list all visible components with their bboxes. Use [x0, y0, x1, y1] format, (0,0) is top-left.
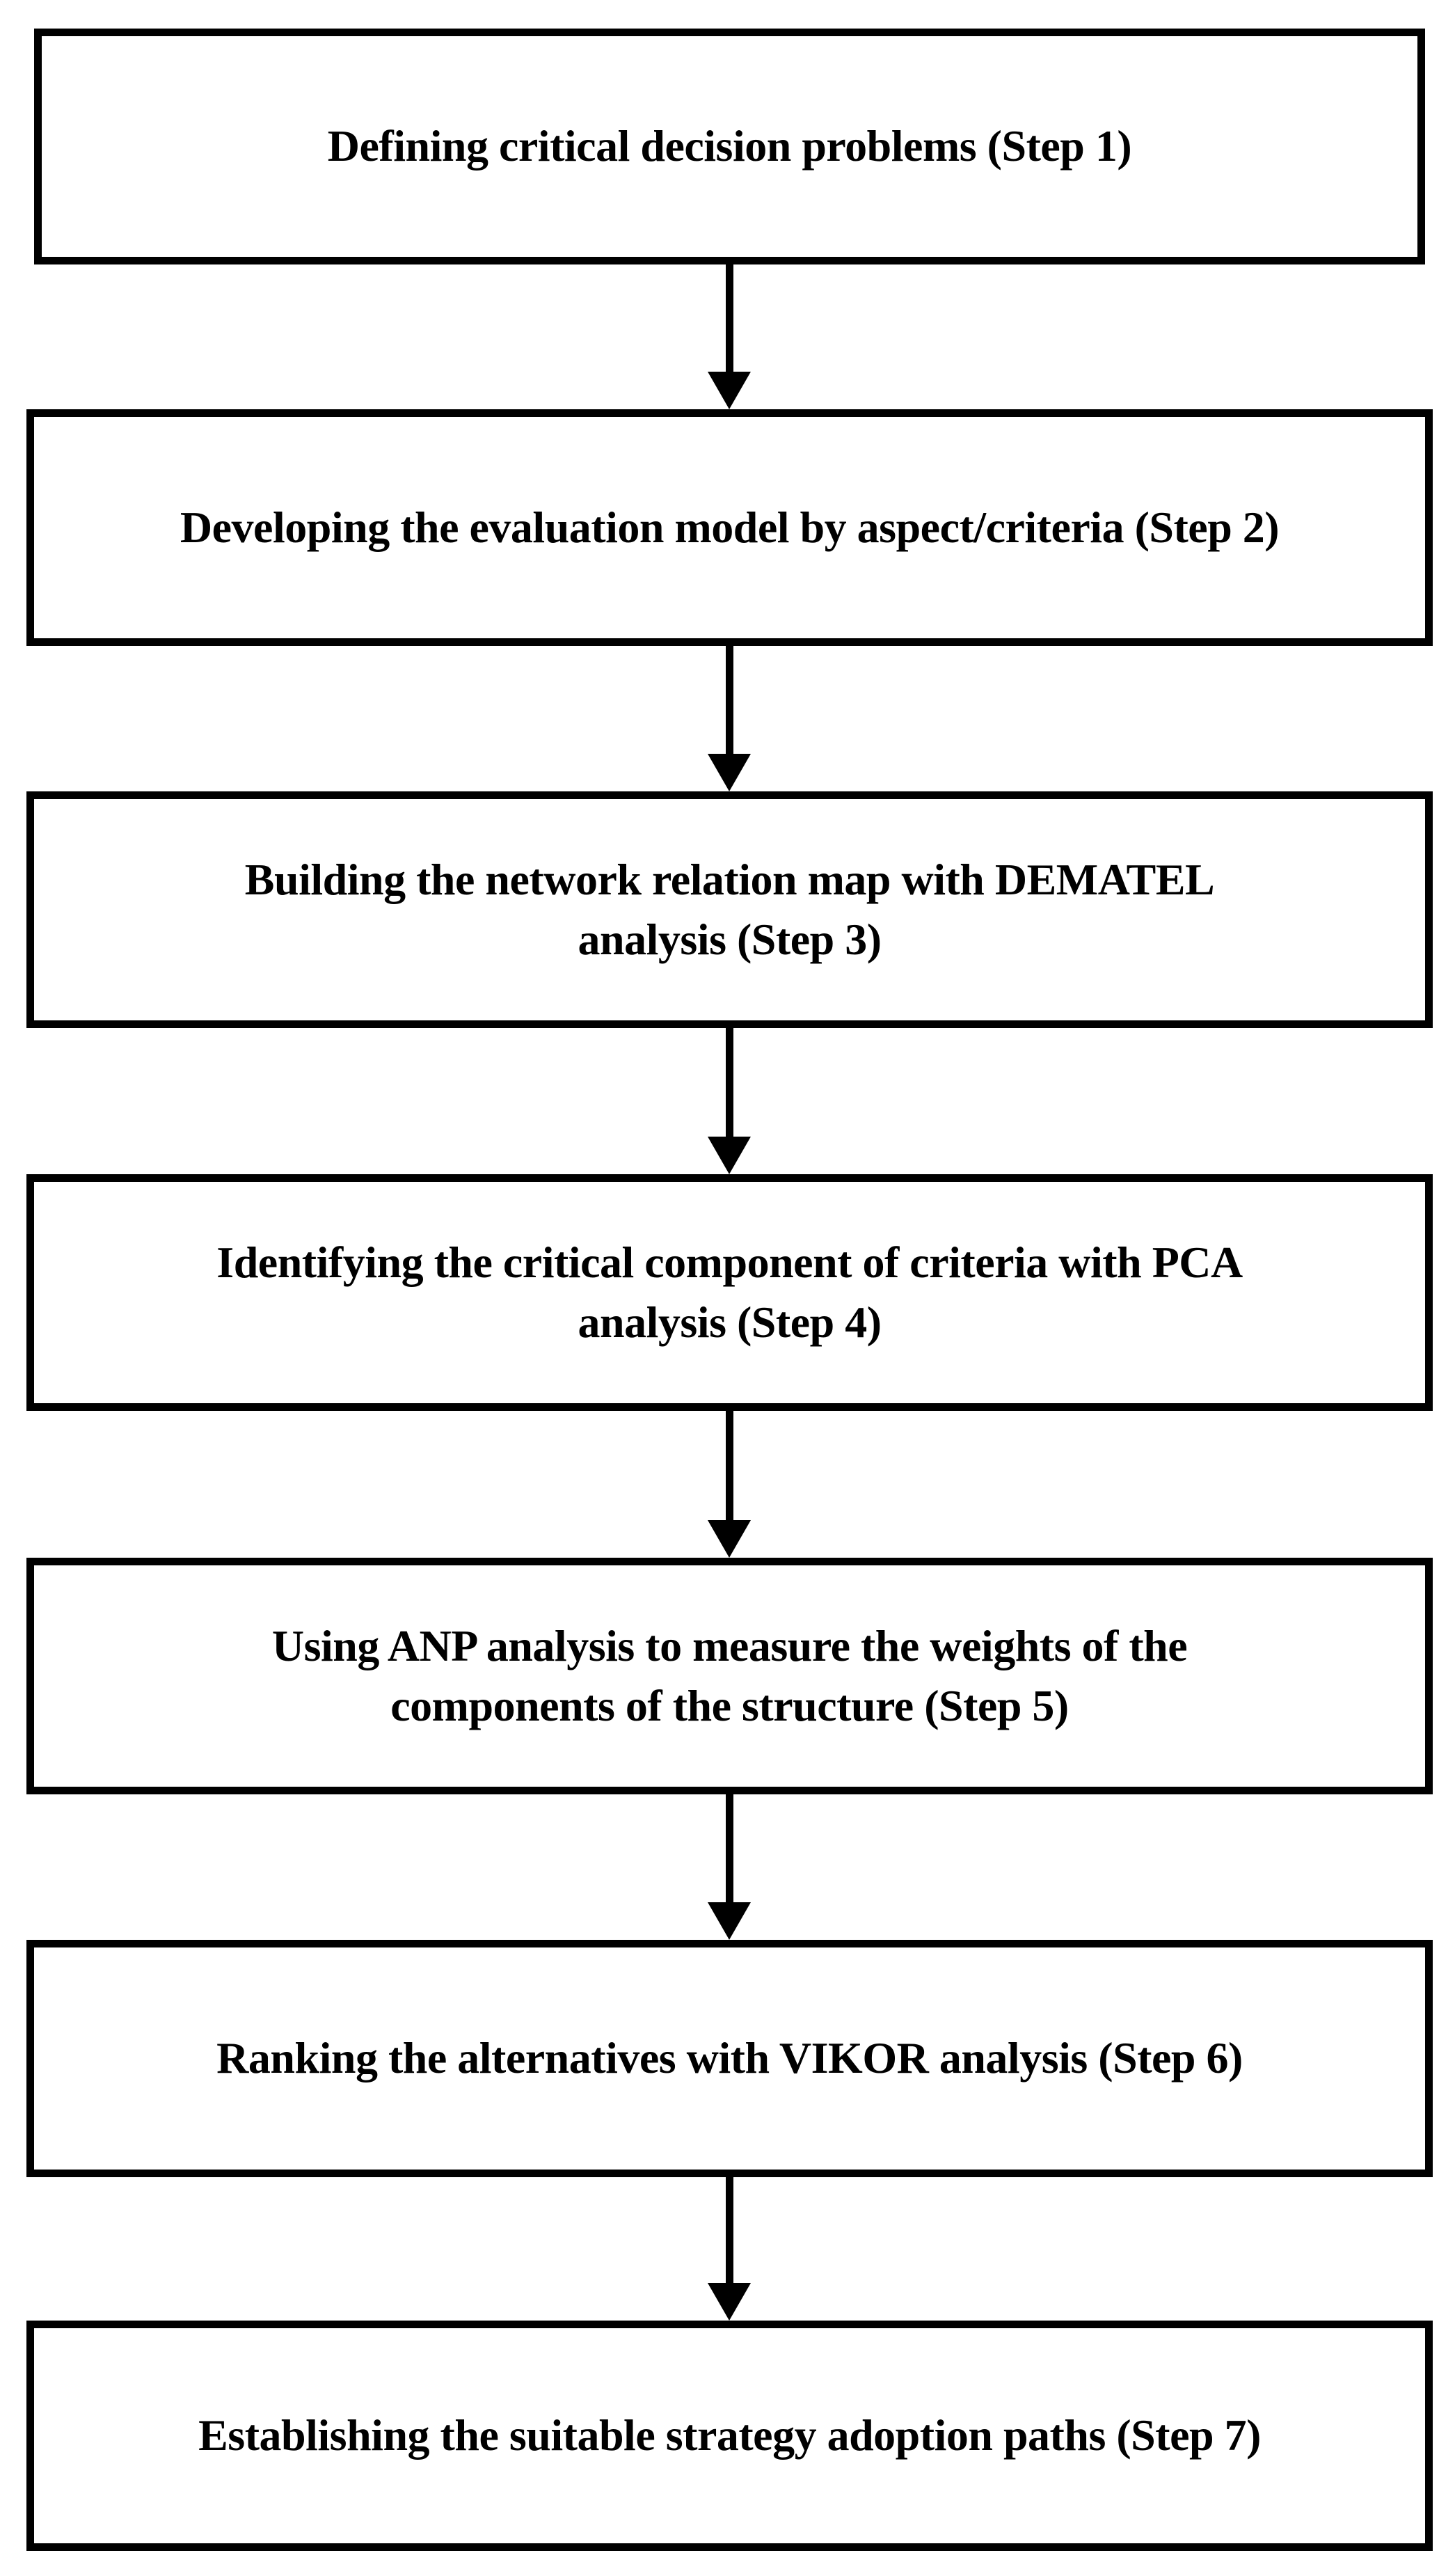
flow-arrow-2-to-3 — [708, 646, 751, 791]
step-7-box: Establishing the suitable strategy adopt… — [26, 2321, 1433, 2551]
step-6-box: Ranking the alternatives with VIKOR anal… — [26, 1940, 1433, 2177]
arrowhead-down-icon — [708, 754, 751, 791]
step-2-box: Developing the evaluation model by aspec… — [26, 409, 1433, 646]
arrowhead-down-icon — [708, 1520, 751, 1558]
flow-arrow-5-to-6 — [708, 1794, 751, 1940]
step-1-box: Defining critical decision problems (Ste… — [34, 29, 1425, 264]
step-4-box: Identifying the critical component of cr… — [26, 1174, 1433, 1411]
arrow-shaft — [725, 264, 733, 372]
step-5-box: Using ANP analysis to measure the weight… — [26, 1558, 1433, 1794]
arrowhead-down-icon — [708, 372, 751, 409]
step-5-label: Using ANP analysis to measure the weight… — [271, 1620, 1188, 1730]
arrow-shaft — [725, 1028, 733, 1137]
step-7-label: Establishing the suitable strategy adopt… — [198, 2410, 1261, 2460]
arrow-shaft — [725, 2177, 733, 2283]
flow-arrow-1-to-2 — [708, 264, 751, 409]
arrow-shaft — [725, 1794, 733, 1902]
step-1-label: Defining critical decision problems (Ste… — [327, 121, 1132, 171]
step-6-label: Ranking the alternatives with VIKOR anal… — [216, 2033, 1243, 2083]
flow-arrow-4-to-5 — [708, 1411, 751, 1558]
arrowhead-down-icon — [708, 1902, 751, 1940]
flow-arrow-3-to-4 — [708, 1028, 751, 1174]
arrowhead-down-icon — [708, 2283, 751, 2321]
step-3-label: Building the network relation map with D… — [244, 854, 1215, 964]
step-3-box: Building the network relation map with D… — [26, 791, 1433, 1028]
arrowhead-down-icon — [708, 1137, 751, 1174]
step-4-label: Identifying the critical component of cr… — [216, 1237, 1243, 1347]
arrow-shaft — [725, 1411, 733, 1520]
step-2-label: Developing the evaluation model by aspec… — [180, 502, 1280, 552]
flow-arrow-6-to-7 — [708, 2177, 751, 2321]
arrow-shaft — [725, 646, 733, 754]
